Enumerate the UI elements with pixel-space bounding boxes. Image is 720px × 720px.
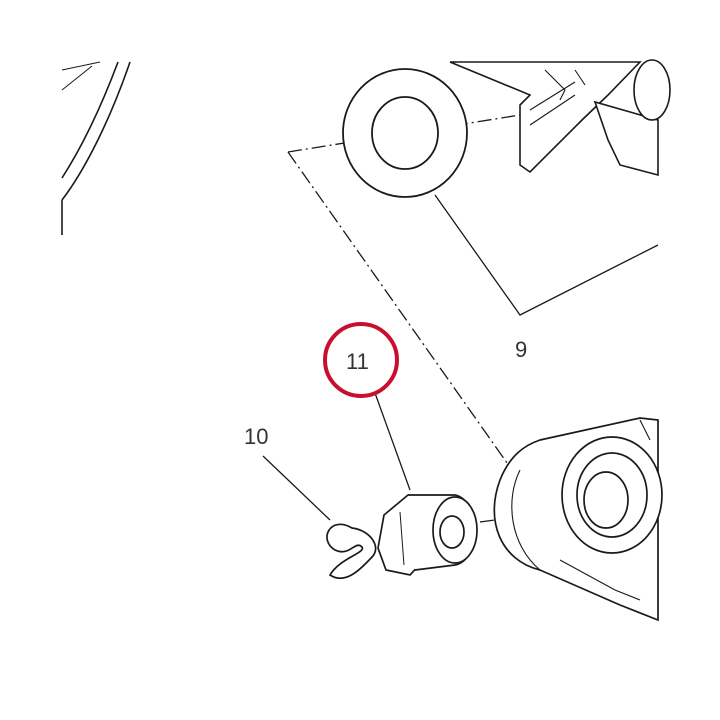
- washer-part-9: [342, 68, 468, 198]
- callout-label-9: 9: [515, 337, 527, 362]
- leader-line-10: [262, 455, 331, 521]
- callout-label-11: 11: [346, 349, 369, 374]
- pivot-arm-lower-right: [493, 417, 663, 622]
- housing-fragment-left: [61, 61, 131, 235]
- leader-line-11: [374, 392, 411, 491]
- leader-lines-9: [434, 194, 659, 316]
- callout-label-10: 10: [244, 424, 268, 449]
- hex-bushing-part-11: [377, 494, 478, 576]
- bracket-upper-right: [449, 59, 671, 177]
- highlight-circle-11: [323, 322, 399, 398]
- e-ring-part-10: [326, 523, 377, 580]
